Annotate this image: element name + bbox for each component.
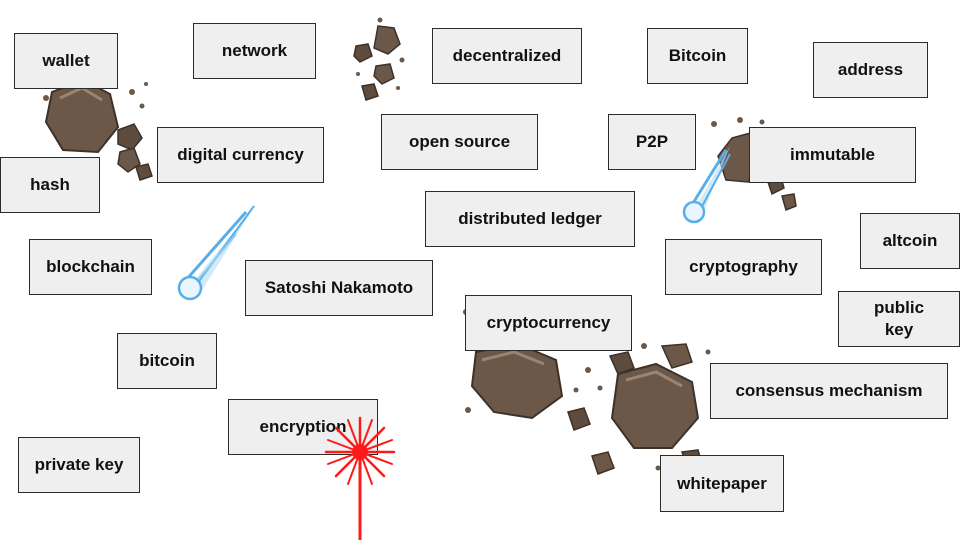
word-tile[interactable]: cryptography: [665, 239, 822, 295]
word-tile[interactable]: Bitcoin: [647, 28, 748, 84]
word-tile[interactable]: immutable: [749, 127, 916, 183]
word-tile[interactable]: hash: [0, 157, 100, 213]
word-tile[interactable]: whitepaper: [660, 455, 784, 512]
word-tile[interactable]: wallet: [14, 33, 118, 89]
word-tile[interactable]: encryption: [228, 399, 378, 455]
laser-icon: [324, 416, 396, 540]
word-tile[interactable]: public key: [838, 291, 960, 347]
asteroid-cluster: [353, 17, 405, 101]
word-tile[interactable]: altcoin: [860, 213, 960, 269]
word-tile[interactable]: consensus mechanism: [710, 363, 948, 419]
word-tile[interactable]: network: [193, 23, 316, 79]
word-tile[interactable]: Satoshi Nakamoto: [245, 260, 433, 316]
word-tile[interactable]: open source: [381, 114, 538, 170]
word-tile[interactable]: decentralized: [432, 28, 582, 84]
word-tile[interactable]: cryptocurrency: [465, 295, 632, 351]
comet-icon: [177, 204, 256, 301]
word-tile[interactable]: private key: [18, 437, 140, 493]
word-tile[interactable]: blockchain: [29, 239, 152, 295]
word-tile[interactable]: address: [813, 42, 928, 98]
word-tile[interactable]: digital currency: [157, 127, 324, 183]
word-tile[interactable]: P2P: [608, 114, 696, 170]
asteroid-cluster: [43, 78, 153, 181]
word-tile[interactable]: bitcoin: [117, 333, 217, 389]
word-tile[interactable]: distributed ledger: [425, 191, 635, 247]
asteroid-cluster: [463, 309, 711, 475]
comet-icon: [682, 146, 731, 224]
